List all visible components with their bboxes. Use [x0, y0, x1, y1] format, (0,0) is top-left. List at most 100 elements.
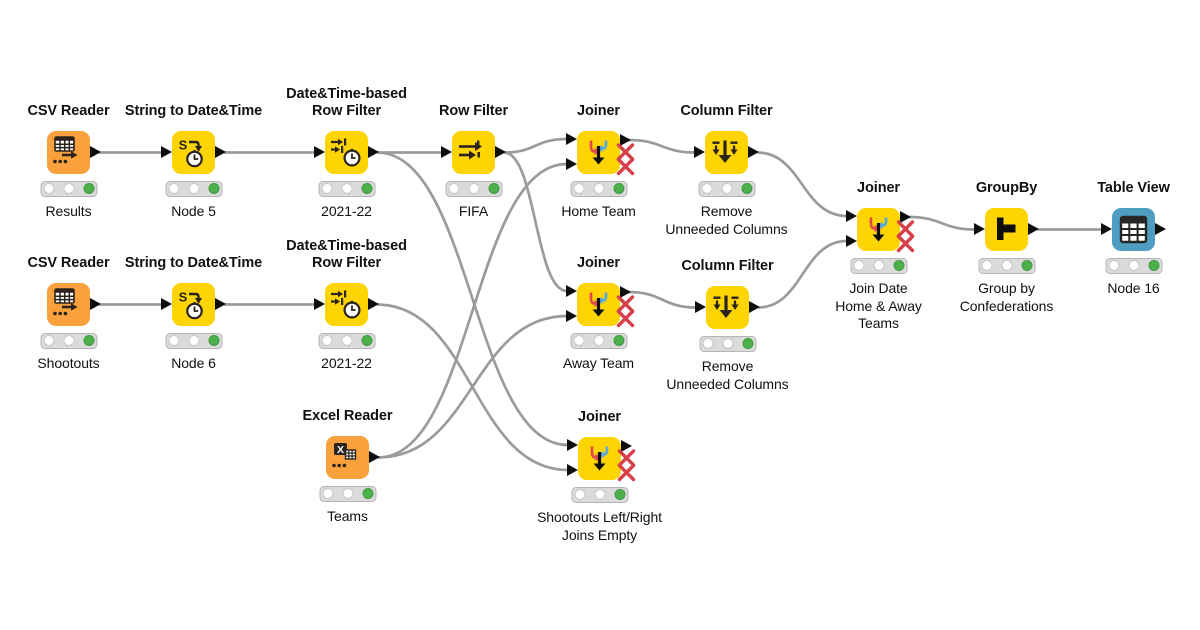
output-port[interactable] [620, 133, 631, 146]
node-title: Table View [1097, 180, 1170, 196]
status-light-off [721, 183, 732, 195]
csv-reader-icon[interactable] [47, 283, 90, 326]
column-filter-icon[interactable] [706, 286, 749, 329]
status-light-green [208, 183, 219, 195]
node-status-traffic-light [699, 336, 756, 352]
status-light-off [594, 489, 605, 501]
output-port[interactable] [621, 439, 632, 452]
node-colfilter-2: Column Filter Remove Unneeded Columns [666, 258, 788, 392]
node-status-traffic-light [1105, 258, 1162, 274]
input-port[interactable] [567, 463, 578, 476]
output-port[interactable] [900, 210, 911, 223]
status-light-green [208, 335, 219, 347]
status-light-green [613, 335, 624, 347]
status-light-off [701, 183, 712, 195]
joiner-icon[interactable] [857, 208, 900, 251]
node-csv-results: CSV Reader Results [27, 103, 109, 219]
input-port[interactable] [441, 146, 452, 158]
status-light-green [83, 335, 94, 347]
joiner-icon[interactable] [578, 437, 621, 480]
table-view-icon[interactable] [1112, 208, 1155, 251]
node-label: Node 6 [171, 355, 216, 371]
node-joiner-shootouts: Joiner Shootouts Left/Right Joins Empty [537, 409, 662, 543]
groupby-icon[interactable] [985, 208, 1028, 251]
input-port[interactable] [566, 309, 577, 322]
node-label: Shootouts [37, 355, 100, 371]
status-light-off [1128, 260, 1139, 272]
input-port[interactable] [566, 132, 577, 145]
column-filter-icon[interactable] [705, 131, 748, 174]
input-port[interactable] [566, 157, 577, 170]
status-light-off [1108, 260, 1119, 272]
output-port[interactable] [749, 301, 760, 313]
status-light-off [448, 183, 459, 195]
node-status-traffic-light [318, 333, 375, 349]
node-title: Joiner [577, 103, 620, 119]
joiner-icon[interactable] [577, 131, 620, 174]
input-port[interactable] [846, 234, 857, 247]
input-port[interactable] [974, 223, 985, 235]
node-label: Results [45, 203, 92, 219]
output-port[interactable] [90, 298, 101, 310]
output-port[interactable] [368, 298, 379, 310]
connection-wire [757, 239, 848, 309]
node-title: Joiner [578, 409, 621, 425]
node-label: Shootouts Left/Right Joins Empty [537, 509, 662, 543]
output-port[interactable] [369, 451, 380, 463]
input-port[interactable] [695, 301, 706, 313]
string-to-datetime-icon[interactable]: S [172, 131, 215, 174]
output-port[interactable] [215, 146, 226, 158]
input-port[interactable] [567, 438, 578, 451]
status-light-off [63, 183, 74, 195]
node-title: CSV Reader [27, 103, 110, 119]
node-status-traffic-light [40, 333, 97, 349]
connection-wire [377, 162, 568, 459]
node-title: Excel Reader [302, 408, 393, 424]
node-label: Home Team [561, 203, 636, 219]
status-light-green [741, 183, 752, 195]
input-port[interactable] [161, 146, 172, 158]
output-port[interactable] [368, 146, 379, 158]
string-to-datetime-icon[interactable]: S [172, 283, 215, 326]
excel-reader-icon[interactable]: X [326, 436, 369, 479]
input-port[interactable] [161, 298, 172, 310]
output-port[interactable] [1155, 223, 1166, 235]
output-port[interactable] [1028, 223, 1039, 235]
input-port[interactable] [566, 284, 577, 297]
status-light-off [574, 489, 585, 501]
status-light-off [43, 183, 54, 195]
input-port[interactable] [314, 298, 325, 310]
node-status-traffic-light [571, 487, 628, 503]
status-light-off [702, 338, 713, 350]
joiner-icon[interactable] [577, 283, 620, 326]
datetime-row-filter-icon[interactable] [325, 131, 368, 174]
output-port[interactable] [495, 146, 506, 158]
output-port[interactable] [748, 146, 759, 158]
node-label: Teams [327, 508, 368, 524]
datetime-row-filter-icon[interactable] [325, 283, 368, 326]
input-port[interactable] [846, 209, 857, 222]
node-status-traffic-light [445, 181, 502, 197]
input-port[interactable] [314, 146, 325, 158]
node-status-traffic-light [165, 181, 222, 197]
node-title: Date&Time-based Row Filter [286, 86, 407, 119]
status-light-off [168, 183, 179, 195]
status-light-off [468, 183, 479, 195]
connection-wire [756, 151, 848, 218]
status-light-off [63, 335, 74, 347]
input-port[interactable] [1101, 223, 1112, 235]
node-title: Joiner [857, 180, 900, 196]
node-tableview: Table View Node 16 [1097, 180, 1170, 296]
node-joiner-final: Joiner Join Date Home & Away Teams [835, 180, 922, 331]
input-port[interactable] [694, 146, 705, 158]
output-port[interactable] [90, 146, 101, 158]
node-title: CSV Reader [27, 255, 110, 271]
output-port[interactable] [215, 298, 226, 310]
node-status-traffic-light [850, 258, 907, 274]
node-label: FIFA [458, 203, 489, 219]
output-port[interactable] [620, 285, 631, 298]
csv-reader-icon[interactable] [47, 131, 90, 174]
row-filter-icon[interactable] [452, 131, 495, 174]
